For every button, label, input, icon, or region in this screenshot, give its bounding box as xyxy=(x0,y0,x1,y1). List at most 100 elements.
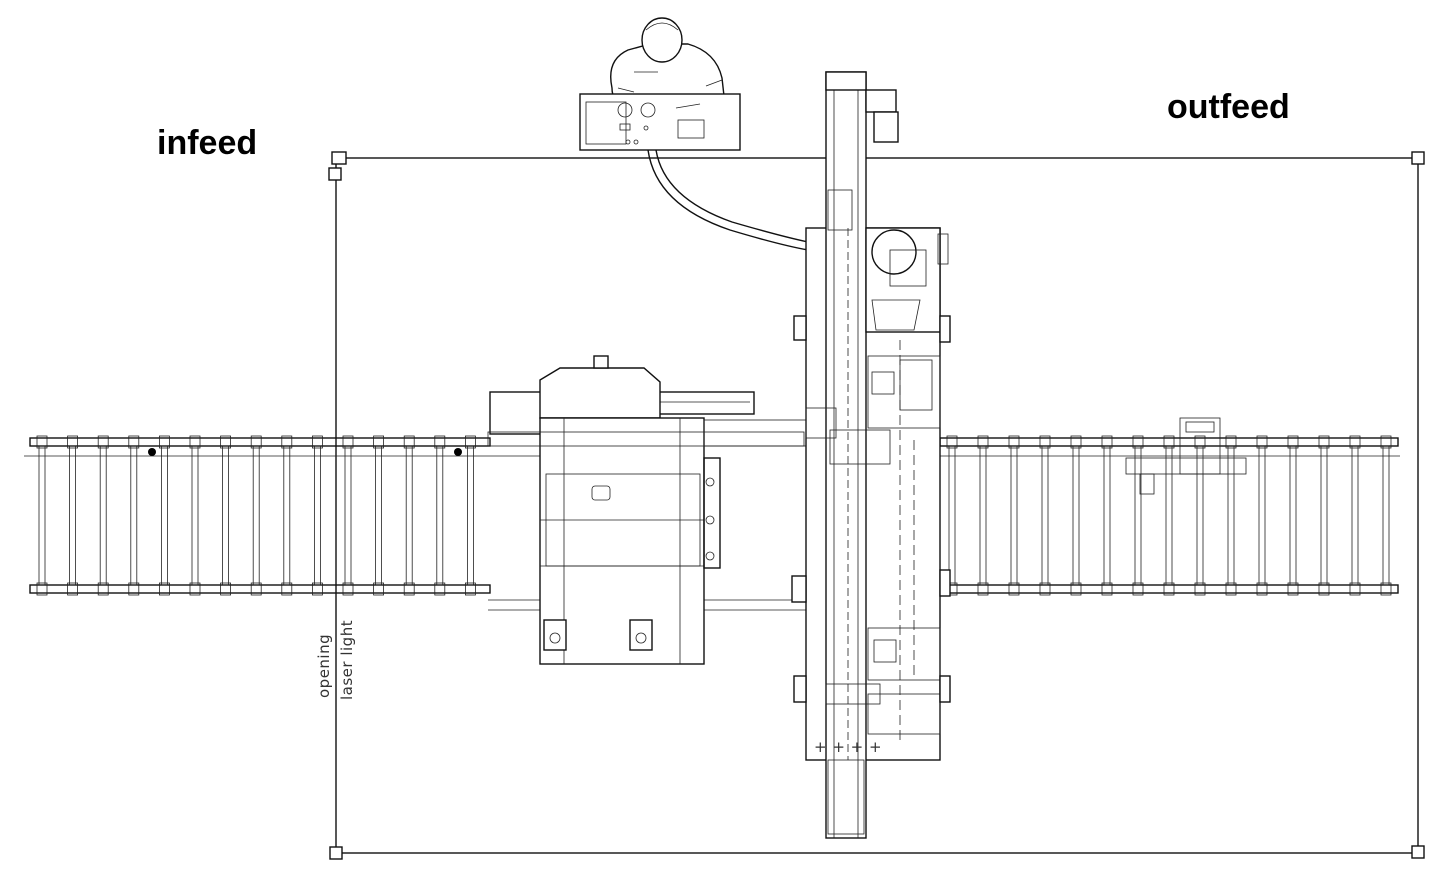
conveyor-roller xyxy=(38,445,46,586)
conveyor-roller xyxy=(191,445,199,586)
roller-bearing xyxy=(36,582,48,596)
roller-bearing xyxy=(1349,582,1361,596)
conveyor-roller xyxy=(222,445,230,586)
conveyor-roller xyxy=(436,445,444,586)
conveyor-roller xyxy=(375,445,383,586)
roller-bearing xyxy=(403,435,415,449)
roller-bearing xyxy=(434,582,446,596)
roller-bearing xyxy=(464,582,476,596)
roller-bearing xyxy=(189,582,201,596)
conveyor-roller xyxy=(1165,445,1173,586)
roller-bearing xyxy=(281,582,293,596)
conveyor-roller xyxy=(1010,445,1018,586)
roller-bearing xyxy=(1287,582,1299,596)
roller-bearing xyxy=(1256,435,1268,449)
roller-bearing xyxy=(36,435,48,449)
roller-bearing xyxy=(1132,435,1144,449)
roller-bearing xyxy=(220,582,232,596)
roller-bearing xyxy=(1349,435,1361,449)
corner-marker-top-left-lower xyxy=(328,167,342,181)
control-console xyxy=(579,93,741,151)
roller-bearing xyxy=(1194,582,1206,596)
svg-text:+ + + +: + + + + xyxy=(814,738,882,756)
roller-bearing xyxy=(97,435,109,449)
roller-bearing xyxy=(1256,582,1268,596)
roller-bearing xyxy=(67,435,78,449)
roller-bearing xyxy=(1101,435,1113,449)
conveyor-roller xyxy=(405,445,413,586)
roller-bearing xyxy=(1070,435,1082,449)
outfeed-stop-unit xyxy=(1125,417,1247,495)
roller-bearing xyxy=(189,435,201,449)
roller-bearing xyxy=(342,582,354,596)
roller-bearing xyxy=(946,435,958,449)
corner-marker-top-left xyxy=(331,151,347,165)
roller-bearing xyxy=(281,435,293,449)
roller-bearing xyxy=(97,582,109,596)
conveyor-roller xyxy=(1041,445,1049,586)
roller-bearing xyxy=(373,582,385,596)
conveyor-roller xyxy=(948,445,956,586)
roller-bearing xyxy=(1287,435,1299,449)
roller-bearing xyxy=(1318,582,1330,596)
roller-bearing xyxy=(311,582,323,596)
corner-marker-top-right xyxy=(1411,151,1425,165)
roller-bearing xyxy=(250,435,262,449)
roller-bearing xyxy=(128,582,140,596)
roller-bearing xyxy=(1194,435,1206,449)
roller-bearing xyxy=(464,435,476,449)
roller-bearing xyxy=(977,582,989,596)
saw-gantry: + + + + xyxy=(791,71,951,839)
roller-bearing xyxy=(1163,582,1175,596)
conveyor-roller xyxy=(283,445,291,586)
conveyor-roller xyxy=(344,445,352,586)
roller-bearing xyxy=(158,582,170,596)
roller-bearing xyxy=(1008,582,1020,596)
roller-bearing xyxy=(1225,435,1237,449)
roller-bearing xyxy=(434,435,446,449)
conveyor-roller xyxy=(252,445,260,586)
roller-bearing xyxy=(220,435,232,449)
conveyor-roller xyxy=(1351,445,1359,586)
conveyor-roller xyxy=(69,445,76,586)
outfeed-conveyor xyxy=(900,417,1400,596)
roller-bearing xyxy=(1070,582,1082,596)
sensor-dot xyxy=(454,448,462,456)
roller-bearing xyxy=(1101,582,1113,596)
roller-bearing xyxy=(1039,582,1051,596)
roller-bearing xyxy=(1380,435,1392,449)
laser-light-label: laser light xyxy=(338,620,356,700)
roller-bearing xyxy=(1039,435,1051,449)
roller-bearing xyxy=(373,435,385,449)
corner-marker-bottom-left xyxy=(329,846,343,860)
roller-bearing xyxy=(1132,582,1144,596)
sensor-dot xyxy=(148,448,156,456)
roller-bearing xyxy=(977,435,989,449)
operator-station xyxy=(579,17,809,251)
corner-marker-bottom-right xyxy=(1411,845,1425,859)
roller-bearing xyxy=(403,582,415,596)
roller-bearing xyxy=(158,435,170,449)
conveyor-roller xyxy=(160,445,168,586)
conveyor-roller xyxy=(130,445,138,586)
roller-bearing xyxy=(67,582,78,596)
conveyor-roller xyxy=(1382,445,1390,586)
roller-bearing xyxy=(1380,582,1392,596)
conveyor-roller xyxy=(1103,445,1111,586)
conveyor-roller xyxy=(1227,445,1235,586)
roller-bearing xyxy=(1163,435,1175,449)
conveyor-roller xyxy=(1258,445,1266,586)
roller-bearing xyxy=(342,435,354,449)
infeed-label: infeed xyxy=(157,124,257,162)
roller-bearing xyxy=(1318,435,1330,449)
conveyor-roller xyxy=(1289,445,1297,586)
outfeed-label: outfeed xyxy=(1167,88,1290,126)
roller-bearing xyxy=(311,435,323,449)
roller-bearing xyxy=(128,435,140,449)
conveyor-roller xyxy=(979,445,987,586)
roller-bearing xyxy=(250,582,262,596)
conveyor-roller xyxy=(313,445,321,586)
conveyor-roller xyxy=(1196,445,1204,586)
conveyor-roller xyxy=(1320,445,1328,586)
